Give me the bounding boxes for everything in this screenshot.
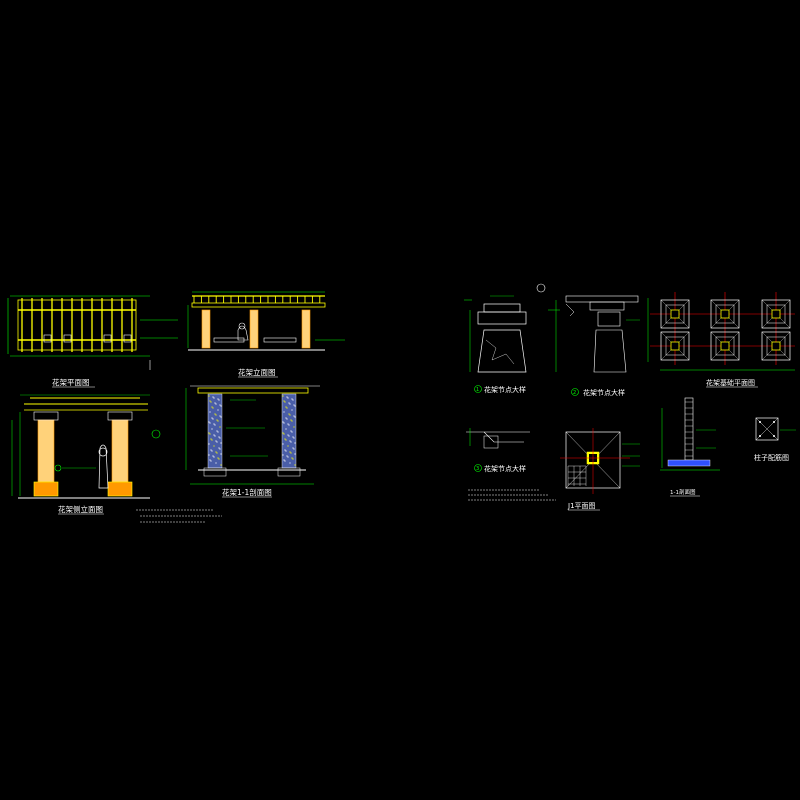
section-1-1-view: 花架1-1剖面图 bbox=[185, 385, 320, 498]
column-section: 柱子配筋图 bbox=[754, 417, 796, 462]
node-1-marker: 1 bbox=[476, 387, 479, 393]
node-3-title: 花架节点大样 bbox=[484, 464, 526, 473]
plan-view: 花架平面图 bbox=[7, 295, 178, 388]
j1-plan-title: J1平面图 bbox=[567, 502, 596, 510]
side-elevation-view: 花架侧立面图 bbox=[11, 394, 222, 523]
node-detail-2: 2 花架节点大样 bbox=[536, 283, 640, 397]
node-detail-1: 1 花架节点大样 bbox=[464, 295, 527, 394]
node-2-marker: 2 bbox=[573, 390, 576, 396]
section-1-1-title: 花架1-1剖面图 bbox=[222, 487, 272, 497]
j1-section-title: 1-1剖面图 bbox=[670, 488, 696, 496]
node-1-title: 花架节点大样 bbox=[484, 385, 526, 394]
j1-plan: J1平面图 bbox=[560, 428, 640, 511]
foundation-plan-title: 花架基础平面图 bbox=[706, 378, 755, 387]
node-3-marker: 3 bbox=[476, 466, 479, 472]
j1-section: 1-1剖面图 bbox=[660, 397, 720, 497]
side-elevation-title: 花架侧立面图 bbox=[58, 504, 103, 514]
column-section-title: 柱子配筋图 bbox=[754, 453, 789, 462]
plan-title: 花架平面图 bbox=[52, 377, 90, 387]
node-2-title: 花架节点大样 bbox=[583, 388, 625, 397]
front-elevation-view: 花架立面图 bbox=[187, 291, 345, 378]
foundation-plan: 花架基础平面图 bbox=[647, 292, 795, 388]
front-elevation-title: 花架立面图 bbox=[238, 367, 276, 377]
node-detail-3: 3 花架节点大样 bbox=[466, 428, 556, 501]
